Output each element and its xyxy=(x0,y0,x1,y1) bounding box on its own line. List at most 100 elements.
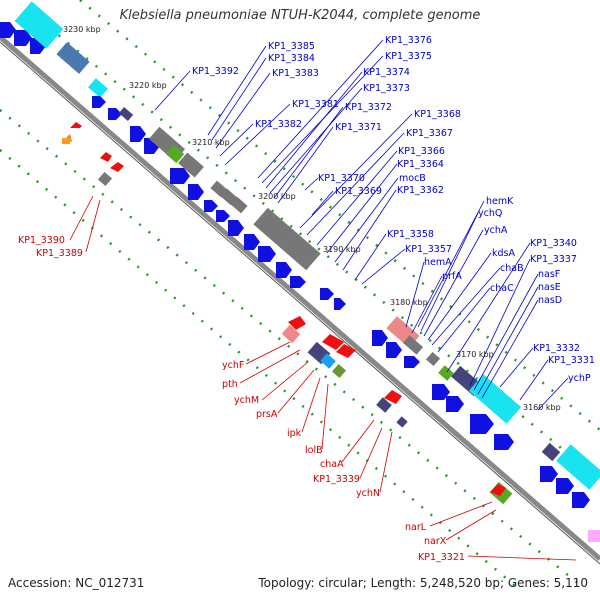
gene-label: chaA xyxy=(320,459,344,470)
gene-label: KP1_3384 xyxy=(268,53,315,64)
gene-label: ychF xyxy=(222,360,244,371)
gene-label: chaB xyxy=(500,263,524,274)
gene-label: KP1_3389 xyxy=(36,248,83,259)
ruler-label: 3180 kbp xyxy=(390,298,428,307)
gene-arrow xyxy=(14,30,32,46)
gene-arrow-reverse xyxy=(100,152,112,162)
gene-arrow xyxy=(494,434,514,450)
gene-label: chaC xyxy=(490,283,514,294)
gene-label: hemK xyxy=(486,196,514,207)
gene-label: pth xyxy=(222,379,238,390)
ruler-label: 3220 kbp xyxy=(129,81,167,90)
forward-label-group: KP1_3376 KP1_3385 KP1_3375 KP1_3384 KP1_… xyxy=(192,35,595,384)
gene-arrow xyxy=(92,96,106,108)
ruler-label: 3170 kbp xyxy=(456,350,494,359)
gene-label: nasE xyxy=(538,282,561,293)
cyan-feature xyxy=(556,444,600,490)
genome-axis-edge xyxy=(0,41,600,565)
gene-arrow xyxy=(334,298,346,310)
gene-label: ychQ xyxy=(478,208,502,219)
ruler: 3230 kbp 3220 kbp 3210 kbp 3200 kbp 3190… xyxy=(63,25,561,412)
reverse-label-group: KP1_3390 KP1_3389 ychF pth ychM prsA ipk… xyxy=(18,235,465,563)
gray-feature xyxy=(425,351,441,367)
gene-label: KP1_3358 xyxy=(387,229,434,240)
gene-label: narX xyxy=(424,536,447,547)
gene-arrow xyxy=(290,276,306,288)
gene-label: KP1_3370 xyxy=(318,173,365,184)
gene-label: KP1_3332 xyxy=(533,343,580,354)
gene-arrow-reverse xyxy=(336,344,356,358)
gene-label: lolB xyxy=(305,445,323,456)
gene-label: KP1_3337 xyxy=(530,254,577,265)
cyan-feature xyxy=(88,78,108,98)
cyan-feature xyxy=(320,353,336,369)
forward-genes xyxy=(0,1,600,542)
gene-arrow xyxy=(386,342,402,358)
gene-arrow xyxy=(470,414,494,434)
green-feature xyxy=(331,363,347,379)
gene-arrow xyxy=(320,288,334,300)
gray-feature xyxy=(230,196,248,214)
ruler-label: 3200 kbp xyxy=(258,192,296,201)
gene-arrow-reverse xyxy=(70,122,82,128)
map-title: Klebsiella pneumoniae NTUH-K2044, comple… xyxy=(119,8,481,23)
gray-feature xyxy=(97,171,113,187)
gene-label: KP1_3367 xyxy=(406,128,453,139)
gene-label: KP1_3366 xyxy=(398,146,445,157)
gene-label: nasF xyxy=(538,269,560,280)
gene-label: KP1_3392 xyxy=(192,66,239,77)
green-feature xyxy=(165,144,185,164)
navy-feature xyxy=(396,416,408,428)
ruler-label: 3210 kbp xyxy=(192,138,230,147)
gene-label: KP1_3371 xyxy=(335,122,382,133)
gene-label: ychA xyxy=(484,225,508,236)
ruler-label: 3190 kbp xyxy=(323,245,361,254)
gene-label: KP1_3339 xyxy=(313,474,360,485)
gene-label: prsA xyxy=(256,409,278,420)
gene-arrow xyxy=(244,234,260,250)
gene-arrow xyxy=(216,210,230,222)
gene-arrow xyxy=(276,262,292,278)
gene-arrow-reverse xyxy=(322,334,344,350)
steel-feature xyxy=(56,42,90,74)
navy-feature xyxy=(541,442,561,462)
gene-label: KP1_3369 xyxy=(335,186,382,197)
gene-label: KP1_3382 xyxy=(255,119,302,130)
gene-arrow xyxy=(572,492,590,508)
gray-feature xyxy=(118,107,134,121)
gene-label: KP1_3340 xyxy=(530,238,577,249)
gene-label: KP1_3364 xyxy=(397,159,444,170)
gene-arrow xyxy=(372,330,388,346)
gene-arrow-reverse xyxy=(384,390,402,404)
gene-arrow xyxy=(258,246,276,262)
gene-label: ipk xyxy=(287,428,302,439)
gene-label: mocB xyxy=(399,173,426,184)
gene-label: ychP xyxy=(568,373,591,384)
reverse-genes xyxy=(62,122,513,505)
gene-label: hemA xyxy=(424,257,452,268)
accession-label: Accession: NC_012731 xyxy=(8,576,145,590)
pink-feature xyxy=(588,530,600,542)
gene-arrow xyxy=(188,184,204,200)
gray-feature xyxy=(253,207,321,271)
gene-label: nasD xyxy=(538,295,562,306)
gene-arrow xyxy=(228,220,244,236)
gray-feature xyxy=(178,152,204,178)
ruler-label: 3230 kbp xyxy=(63,25,101,34)
forward-leaders xyxy=(154,39,569,411)
pink-feature xyxy=(281,324,301,344)
gene-label: kdsA xyxy=(492,248,515,259)
gene-arrow xyxy=(108,108,122,120)
gene-label: KP1_3376 xyxy=(385,35,432,46)
gene-label: KP1_3362 xyxy=(397,185,444,196)
gene-label: KP1_3374 xyxy=(363,67,410,78)
gene-arrow xyxy=(0,22,16,38)
ruler-label: 3160 kbp xyxy=(523,403,561,412)
gene-label: KP1_3385 xyxy=(268,41,315,52)
genome-axis xyxy=(0,35,600,561)
gene-label: KP1_3368 xyxy=(414,109,461,120)
gene-arrow xyxy=(130,126,146,142)
gene-arrow-reverse xyxy=(490,484,506,496)
